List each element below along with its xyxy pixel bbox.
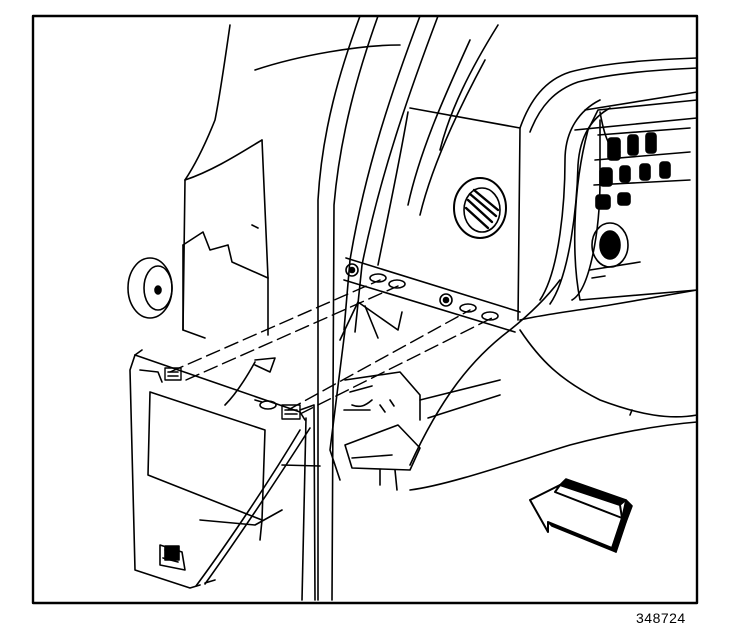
alignment-dashed-lines <box>169 279 493 415</box>
figure-frame <box>31 14 699 605</box>
hinge-clips <box>164 367 301 561</box>
glove-box-panel <box>129 349 316 601</box>
air-vent <box>453 177 507 239</box>
view-direction-arrow-icon <box>529 478 633 553</box>
figure-number: 348724 <box>636 610 686 626</box>
body-panel <box>182 24 401 339</box>
grommet <box>127 257 173 319</box>
instrument-cluster <box>573 99 698 301</box>
mounting-rail <box>343 257 521 333</box>
inner-bracket <box>224 301 501 491</box>
door-opening-frame <box>317 15 521 601</box>
